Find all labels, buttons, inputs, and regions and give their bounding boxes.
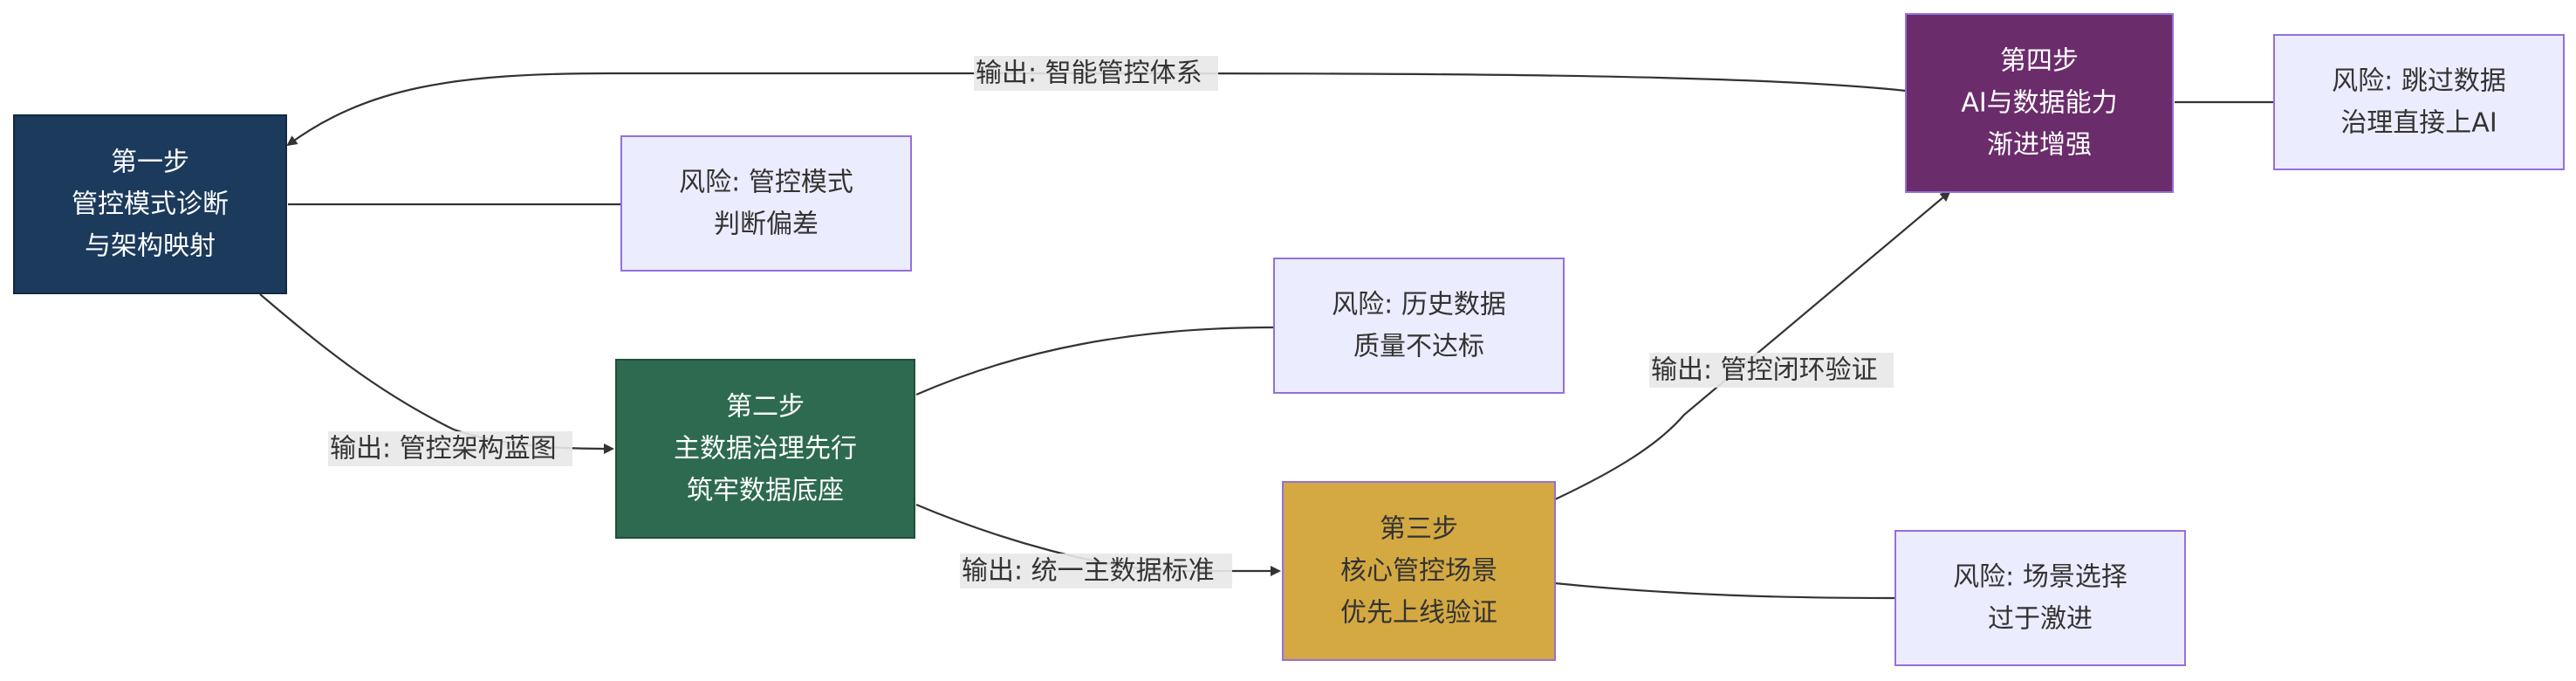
risk-box — [620, 135, 912, 272]
step-text-line: 主数据治理先行 — [674, 434, 857, 464]
connector-step3-risk3 — [1554, 581, 1896, 600]
risk-box — [1273, 258, 1565, 394]
edge-label-step4-step1: 输出: 智能管控体系 — [976, 58, 1202, 89]
step-title: 第二步 — [726, 392, 805, 423]
risk-text-line: 质量不达标 — [1353, 332, 1484, 362]
step-text-line: 核心管控场景 — [1340, 556, 1497, 587]
step-node-1: 第一步 管控模式诊断 与架构映射 — [13, 114, 287, 294]
step-title: 第四步 — [2000, 46, 2079, 77]
step-text-line: 管控模式诊断 — [72, 189, 229, 220]
risk-text-line: 风险: 管控模式 — [679, 168, 853, 198]
risk-text-line: 风险: 跳过数据 — [2332, 66, 2506, 97]
edge-step1-step2 — [259, 293, 614, 454]
risk-node-3: 风险: 场景选择 过于激进 — [1894, 530, 2186, 666]
step-node-2: 第二步 主数据治理先行 筑牢数据底座 — [615, 359, 915, 539]
step-text-line: 优先上线验证 — [1340, 598, 1497, 629]
risk-node-1: 风险: 管控模式 判断偏差 — [620, 135, 912, 272]
edge-label-bg — [1649, 353, 1894, 388]
edge-step3-step4 — [1554, 190, 1951, 500]
edges — [259, 72, 2274, 600]
edge-label-bg — [974, 56, 1218, 91]
edge-label-step3-step4: 输出: 管控闭环验证 — [1651, 355, 1878, 386]
edge-label-bg — [328, 431, 572, 466]
step-node-4: 第四步 AI与数据能力 渐进增强 — [1905, 13, 2174, 193]
risk-node-4: 风险: 跳过数据 治理直接上AI — [2273, 34, 2565, 170]
step-title: 第三步 — [1380, 514, 1458, 545]
risk-text-line: 过于激进 — [1988, 604, 2093, 635]
edge-label-step1-step2: 输出: 管控架构蓝图 — [330, 434, 557, 464]
step-text-line: 渐进增强 — [1987, 130, 2092, 161]
edge-label-bg — [960, 554, 1232, 588]
risk-node-2: 风险: 历史数据 质量不达标 — [1273, 258, 1565, 394]
risk-text-line: 治理直接上AI — [2340, 108, 2497, 139]
step-text-line: AI与数据能力 — [1961, 88, 2117, 119]
step-box — [1282, 481, 1556, 661]
step-box — [615, 359, 915, 539]
risk-text-line: 风险: 历史数据 — [1332, 290, 1506, 320]
step-title: 第一步 — [111, 148, 189, 178]
risk-box — [1894, 530, 2186, 666]
step-text-line: 筑牢数据底座 — [687, 476, 844, 506]
edge-labels: 输出: 管控架构蓝图 输出: 统一主数据标准 输出: 管控闭环验证 输出: 智能… — [328, 56, 1894, 588]
step-node-3: 第三步 核心管控场景 优先上线验证 — [1282, 481, 1556, 661]
step-box — [13, 114, 287, 294]
edge-label-step2-step3: 输出: 统一主数据标准 — [962, 556, 1215, 587]
connector-step2-risk2 — [915, 326, 1275, 396]
step-text-line: 与架构映射 — [85, 231, 216, 262]
risk-text-line: 判断偏差 — [714, 210, 819, 240]
risk-box — [2273, 34, 2565, 170]
risk-text-line: 风险: 场景选择 — [1953, 562, 2127, 593]
step-box — [1905, 13, 2174, 193]
